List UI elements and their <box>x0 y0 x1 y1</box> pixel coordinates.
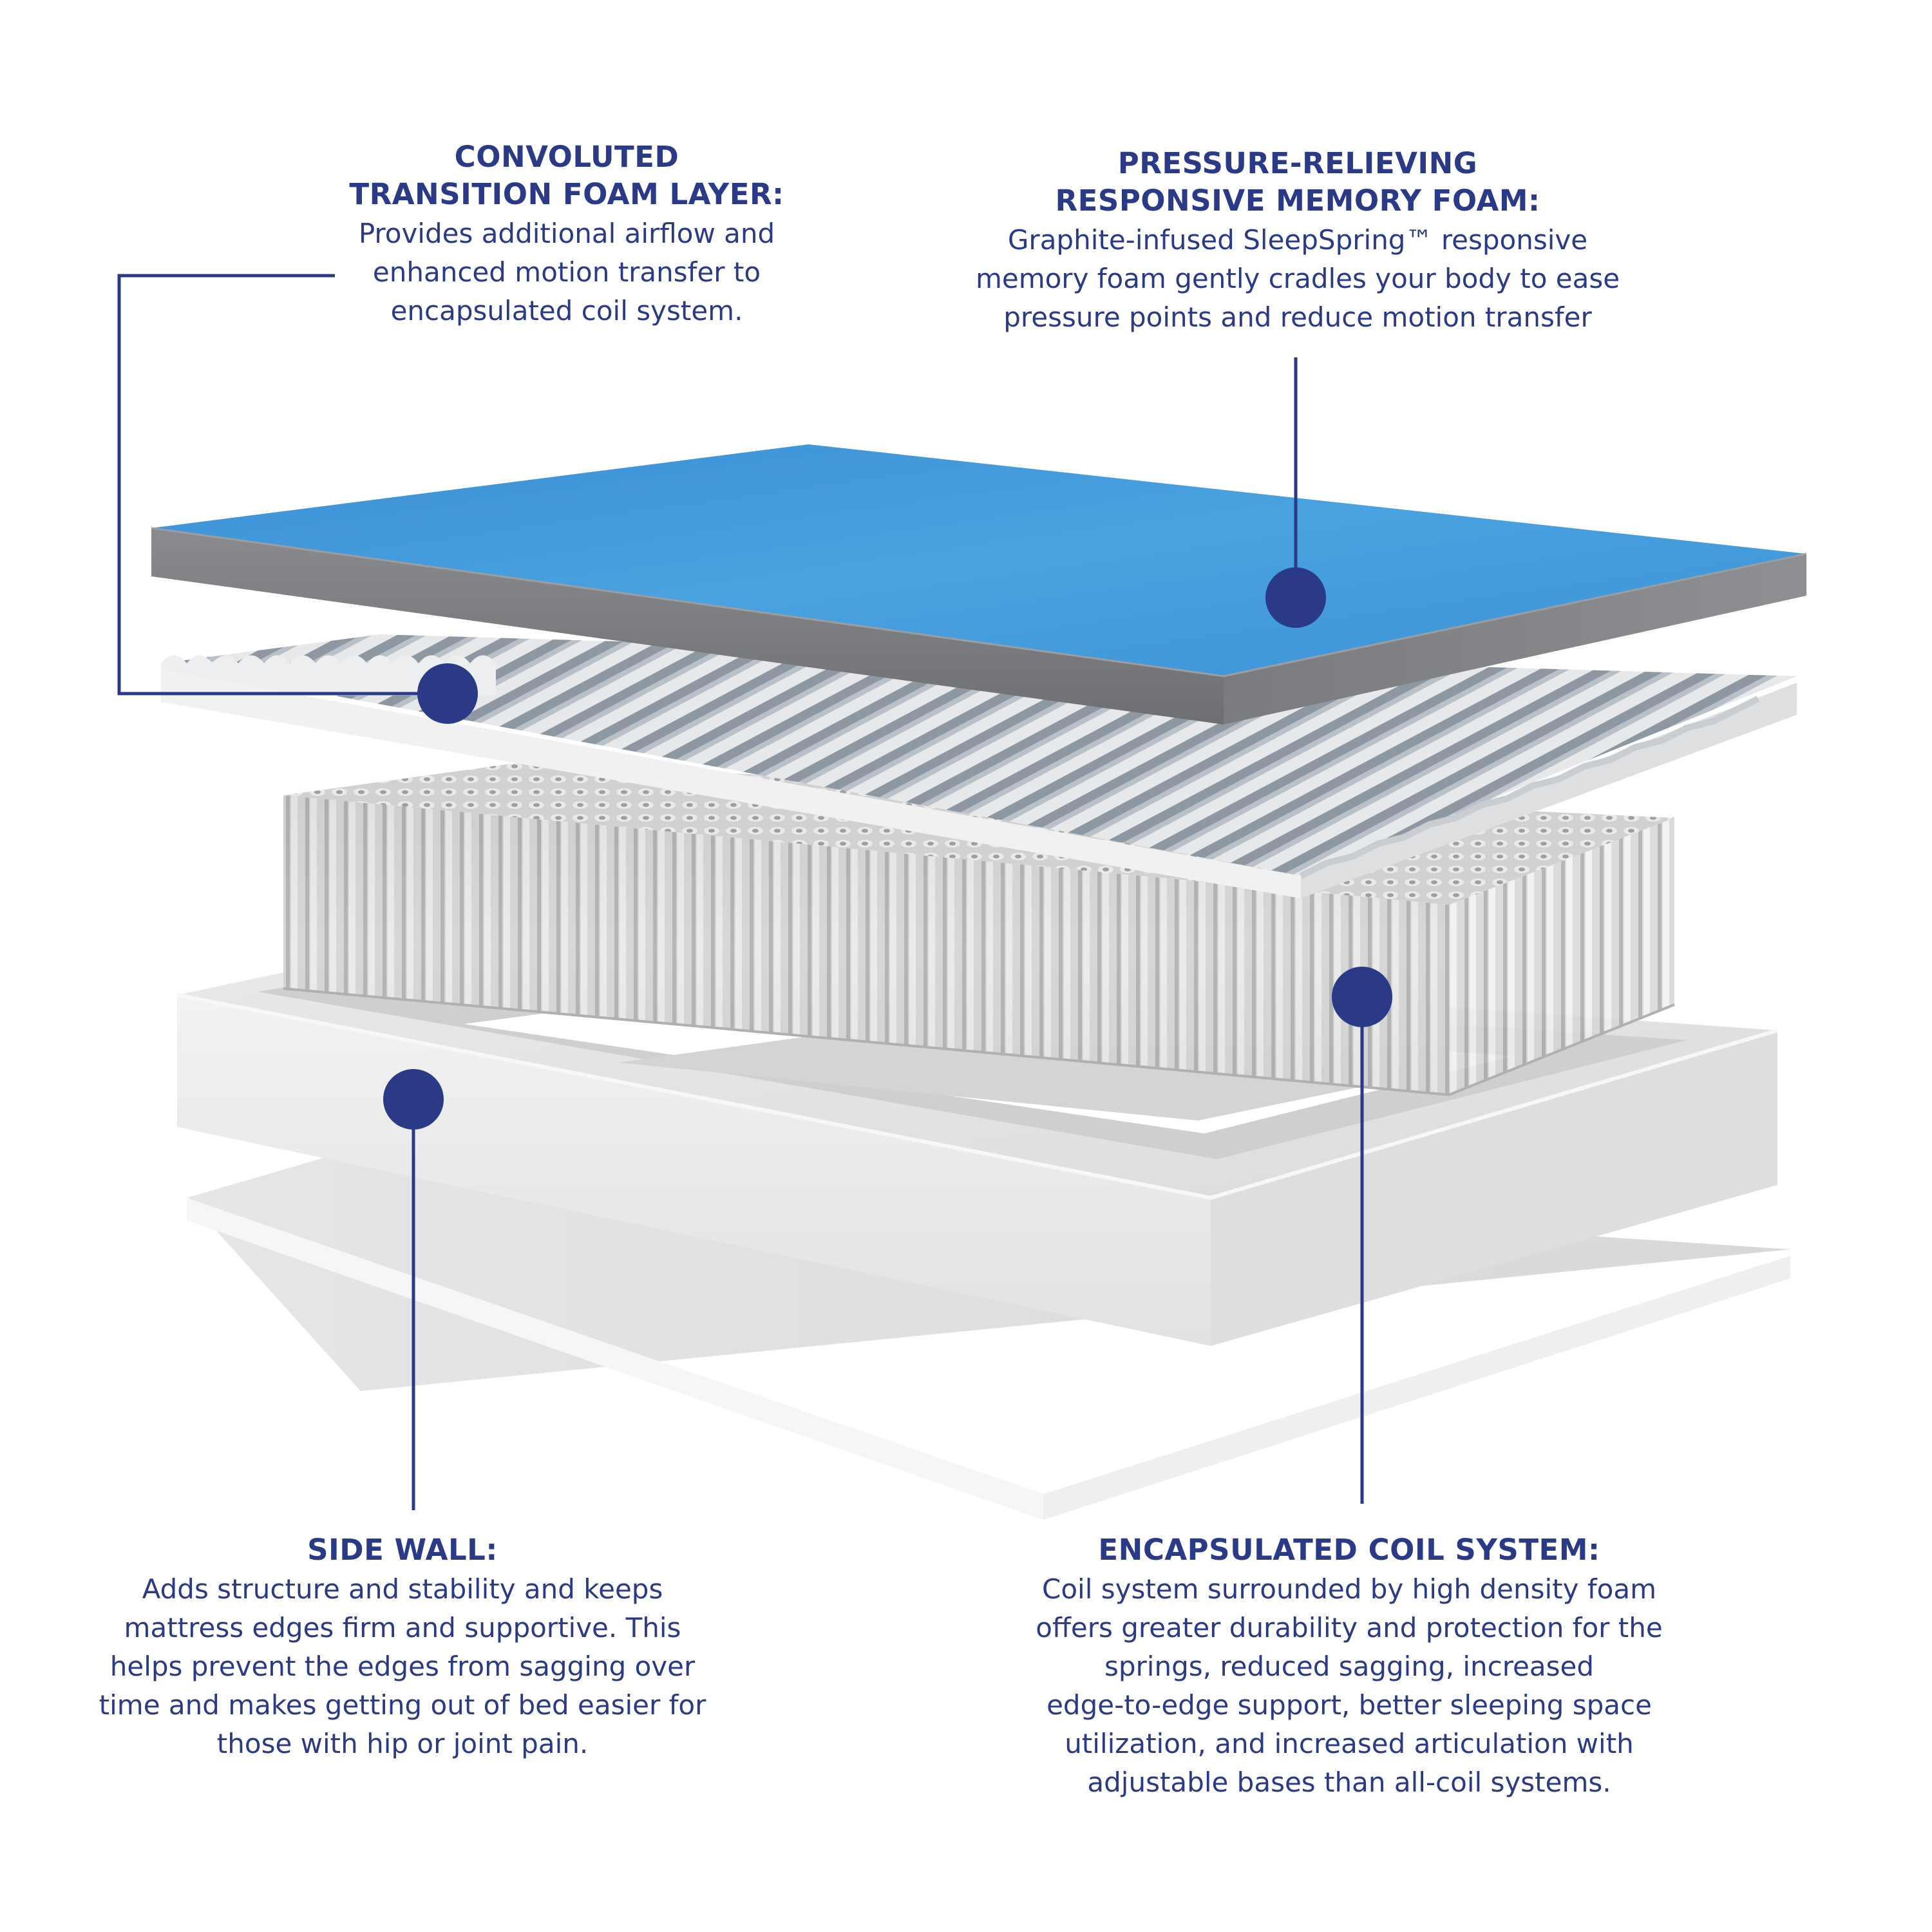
description-line: Coil system surrounded by high density f… <box>1042 1573 1656 1605</box>
description-line: Provides additional airflow and <box>358 218 775 249</box>
side-wall-description: Adds structure and stability and keeps m… <box>71 1570 734 1763</box>
description-line: time and makes getting out of bed easier… <box>99 1689 706 1721</box>
description-line: offers greater durability and protection… <box>1036 1612 1663 1643</box>
description-line: Adds structure and stability and keeps <box>142 1573 663 1605</box>
leader-lines <box>117 274 1364 1510</box>
description-line: pressure points and reduce motion transf… <box>1003 301 1592 333</box>
title-line: CONVOLUTED <box>454 140 679 174</box>
coil-system-description: Coil system surrounded by high density f… <box>992 1570 1707 1802</box>
coil-system-marker-dot <box>1332 967 1392 1027</box>
convoluted-leader-line <box>117 274 444 696</box>
marker-dots <box>383 567 1392 1130</box>
description-line: enhanced motion transfer to <box>372 256 761 288</box>
title-line: ENCAPSULATED COIL SYSTEM: <box>1098 1533 1600 1567</box>
memory-foam-description: Graphite-infused SleepSpring™ responsive… <box>940 221 1655 337</box>
convoluted-foam-layer <box>161 634 1797 898</box>
convoluted-foam-title: CONVOLUTED TRANSITION FOAM LAYER: <box>303 138 831 213</box>
convoluted-marker-dot <box>417 663 478 724</box>
coil-system-callout: ENCAPSULATED COIL SYSTEM: Coil system su… <box>992 1531 1707 1802</box>
description-line: adjustable bases than all-coil systems. <box>1087 1766 1611 1798</box>
memory-foam-marker-dot <box>1265 567 1326 628</box>
description-line: helps prevent the edges from sagging ove… <box>109 1651 696 1682</box>
memory-foam-layer <box>151 444 1807 724</box>
description-line: those with hip or joint pain. <box>216 1728 589 1759</box>
side-wall-title: SIDE WALL: <box>71 1531 734 1569</box>
side-wall-callout: SIDE WALL: Adds structure and stability … <box>71 1531 734 1763</box>
description-line: mattress edges firm and supportive. This <box>124 1612 681 1643</box>
memory-foam-callout: PRESSURE-RELIEVING RESPONSIVE MEMORY FOA… <box>940 145 1655 337</box>
memory-foam-title: PRESSURE-RELIEVING RESPONSIVE MEMORY FOA… <box>940 145 1655 220</box>
title-line: TRANSITION FOAM LAYER: <box>349 177 784 211</box>
convoluted-foam-description: Provides additional airflow and enhanced… <box>303 214 831 330</box>
description-line: utilization, and increased articulation … <box>1065 1728 1634 1759</box>
description-line: encapsulated coil system. <box>390 295 743 327</box>
coil-system-title: ENCAPSULATED COIL SYSTEM: <box>992 1531 1707 1569</box>
description-line: edge-to-edge support, better sleeping sp… <box>1046 1689 1652 1721</box>
description-line: springs, reduced sagging, increased <box>1104 1651 1595 1682</box>
description-line: memory foam gently cradles your body to … <box>975 263 1620 294</box>
title-line: PRESSURE-RELIEVING <box>1117 146 1478 180</box>
title-line: RESPONSIVE MEMORY FOAM: <box>1055 184 1540 218</box>
description-line: Graphite-infused SleepSpring™ responsive <box>1007 224 1588 256</box>
convoluted-foam-callout: CONVOLUTED TRANSITION FOAM LAYER: Provid… <box>303 138 831 330</box>
title-line: SIDE WALL: <box>307 1533 498 1567</box>
side-wall-marker-dot <box>383 1069 444 1130</box>
